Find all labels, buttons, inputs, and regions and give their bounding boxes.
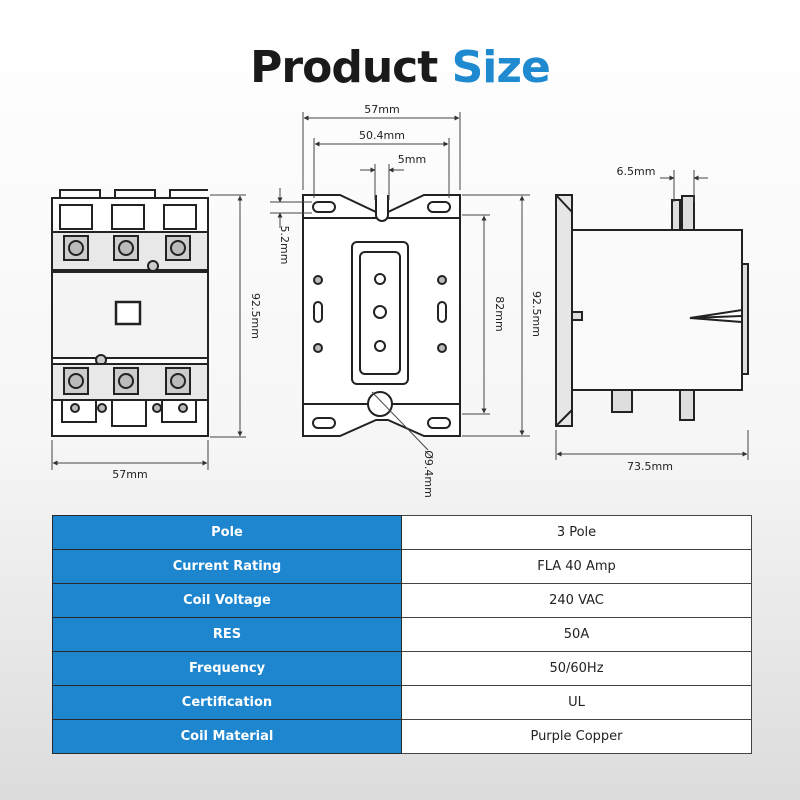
spec-label: RES [52,617,402,652]
side-dimension-lines [555,170,749,460]
side-depth-label: 73.5mm [627,460,673,473]
spec-label: Frequency [52,651,402,686]
page-title: Product Size [0,42,800,93]
spec-label: Certification [52,685,402,720]
spec-value: 50A [401,617,752,652]
spec-label: Pole [52,515,402,550]
spec-label: Coil Material [52,719,402,754]
back-height-label: 92.5mm [530,291,543,337]
slot-height-label: 5.2mm [278,226,291,265]
front-width-label: 57mm [112,468,147,481]
spec-value: FLA 40 Amp [401,549,752,584]
front-height-label: 92.5mm [249,293,262,339]
back-width-label: 57mm [364,103,399,116]
spec-label: Current Rating [52,549,402,584]
spec-value: UL [401,685,752,720]
product-drawings: 57mm 92.5mm [51,103,749,498]
back-inner-width-label: 50.4mm [359,129,405,142]
back-inner-height-label: 82mm [493,296,506,331]
side-view [555,194,749,427]
back-view [302,194,461,437]
slot-width-label: 5mm [398,153,426,166]
spec-value: 50/60Hz [401,651,752,686]
back-dimension-lines [270,112,530,451]
spec-label: Coil Voltage [52,583,402,618]
front-view [51,189,209,437]
side-tab-width-label: 6.5mm [617,165,656,178]
hole-diameter-label: Ø9.4mm [422,450,435,498]
front-dimension-lines [51,194,246,470]
title-word-size: Size [451,42,551,93]
spec-value: 3 Pole [401,515,752,550]
title-word-product: Product [250,42,438,93]
spec-value: 240 VAC [401,583,752,618]
spec-value: Purple Copper [401,719,752,754]
